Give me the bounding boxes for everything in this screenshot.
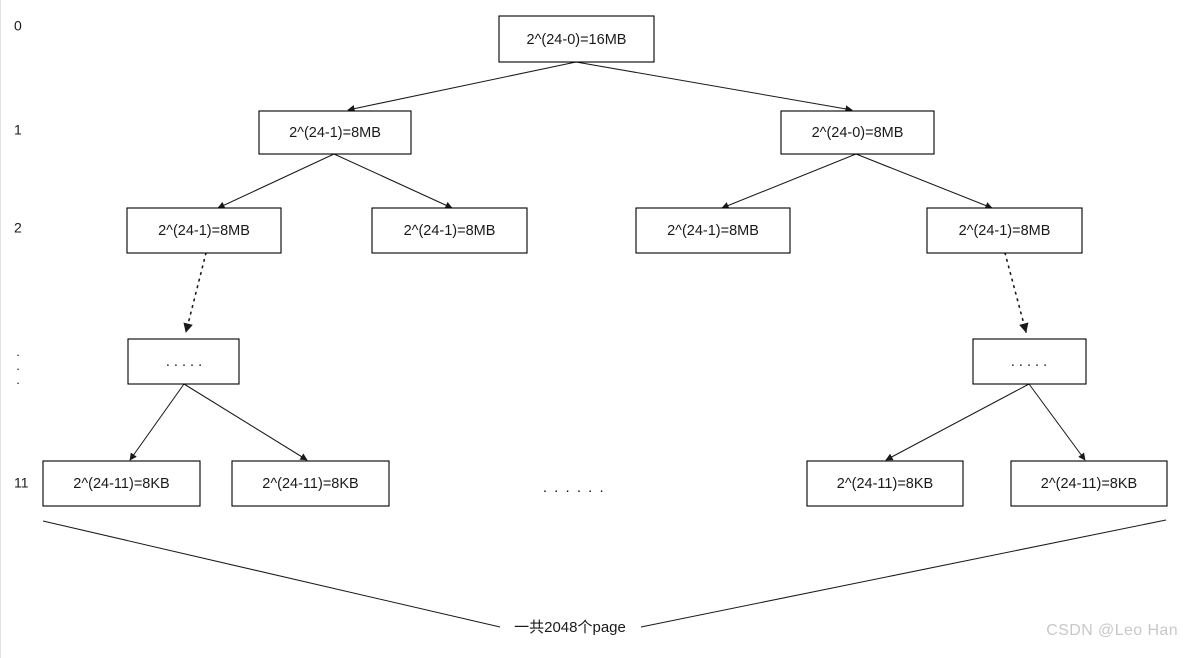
node-l1-right[interactable]: 2^(24-0)=8MB [780,110,935,155]
node-leaf-d[interactable]: 2^(24-11)=8KB [1010,460,1168,507]
edge-dotted-l2a-to-midleft [183,252,207,333]
node-l1-right-box [780,110,935,155]
level-label-11: 11 [14,475,29,491]
node-l2-d[interactable]: 2^(24-1)=8MB [926,207,1083,254]
node-mid-right-box [972,338,1087,385]
node-l2-a-label: 2^(24-1)=8MB [158,223,250,239]
node-leaf-d-label: 2^(24-11)=8KB [1041,476,1137,492]
node-leaf-b[interactable]: 2^(24-11)=8KB [231,460,390,507]
node-leaf-b-box [231,460,390,507]
node-leaf-c-box [806,460,964,507]
level-label-ellipsis-dot-1: . [16,344,20,359]
node-root-box [498,15,655,63]
node-mid-left-ellipsis[interactable]: . . . . . [127,338,240,385]
node-leaf-a-label: 2^(24-11)=8KB [73,476,169,492]
edge-midleft-to-leafa [129,383,185,461]
brace-line-right [640,519,1167,628]
node-l2-c[interactable]: 2^(24-1)=8MB [635,207,791,254]
node-l2-b[interactable]: 2^(24-1)=8MB [371,207,528,254]
node-mid-right-ellipsis[interactable]: . . . . . [972,338,1087,385]
node-leaf-c[interactable]: 2^(24-11)=8KB [806,460,964,507]
node-l2-a-box [126,207,282,254]
level-label-ellipsis-dot-2: . [16,358,20,373]
node-l2-d-box [926,207,1083,254]
node-mid-right-label: . . . . . [1011,354,1047,370]
node-leaf-a-box [42,460,201,507]
leaf-row-ellipsis: . . . . . . [543,479,605,496]
node-l2-c-label: 2^(24-1)=8MB [667,223,759,239]
edge-l1right-to-l2c [721,153,857,209]
node-l2-d-label: 2^(24-1)=8MB [959,223,1051,239]
node-l1-left[interactable]: 2^(24-1)=8MB [258,110,412,155]
summary-label: 一共2048个page [514,619,626,636]
node-leaf-c-label: 2^(24-11)=8KB [837,476,933,492]
edge-midleft-to-leafb [183,383,308,461]
node-l1-right-label: 2^(24-0)=8MB [812,125,904,141]
edge-root-to-l1-left [347,61,577,113]
edge-l1right-to-l2d [855,153,993,209]
level-label-1: 1 [14,122,22,138]
left-margin-rule [0,0,1,658]
level-label-ellipsis-dot-3: . [16,372,20,387]
node-leaf-a[interactable]: 2^(24-11)=8KB [42,460,201,507]
node-leaf-b-label: 2^(24-11)=8KB [262,476,358,492]
edge-midright-to-leafd [1028,383,1086,461]
node-l1-left-label: 2^(24-1)=8MB [289,125,381,141]
level-label-2: 2 [14,220,22,236]
node-l2-a[interactable]: 2^(24-1)=8MB [126,207,282,254]
node-root-label: 2^(24-0)=16MB [527,32,627,48]
node-mid-left-label: . . . . . [166,354,202,370]
level-label-0: 0 [14,18,22,34]
edge-dotted-l2d-to-midright [1004,252,1029,333]
edge-root-to-l1-right [575,61,853,113]
node-root[interactable]: 2^(24-0)=16MB [498,15,655,63]
node-mid-left-box [127,338,240,385]
edge-midright-to-leafc [885,383,1030,461]
node-leaf-d-box [1010,460,1168,507]
node-l1-left-box [258,110,412,155]
edge-l1left-to-l2b [333,153,453,209]
node-l2-b-label: 2^(24-1)=8MB [404,223,496,239]
brace-line-left [42,520,501,628]
edge-l1left-to-l2a [217,153,335,209]
node-l2-c-box [635,207,791,254]
watermark: CSDN @Leo Han [1046,622,1178,639]
node-l2-b-box [371,207,528,254]
